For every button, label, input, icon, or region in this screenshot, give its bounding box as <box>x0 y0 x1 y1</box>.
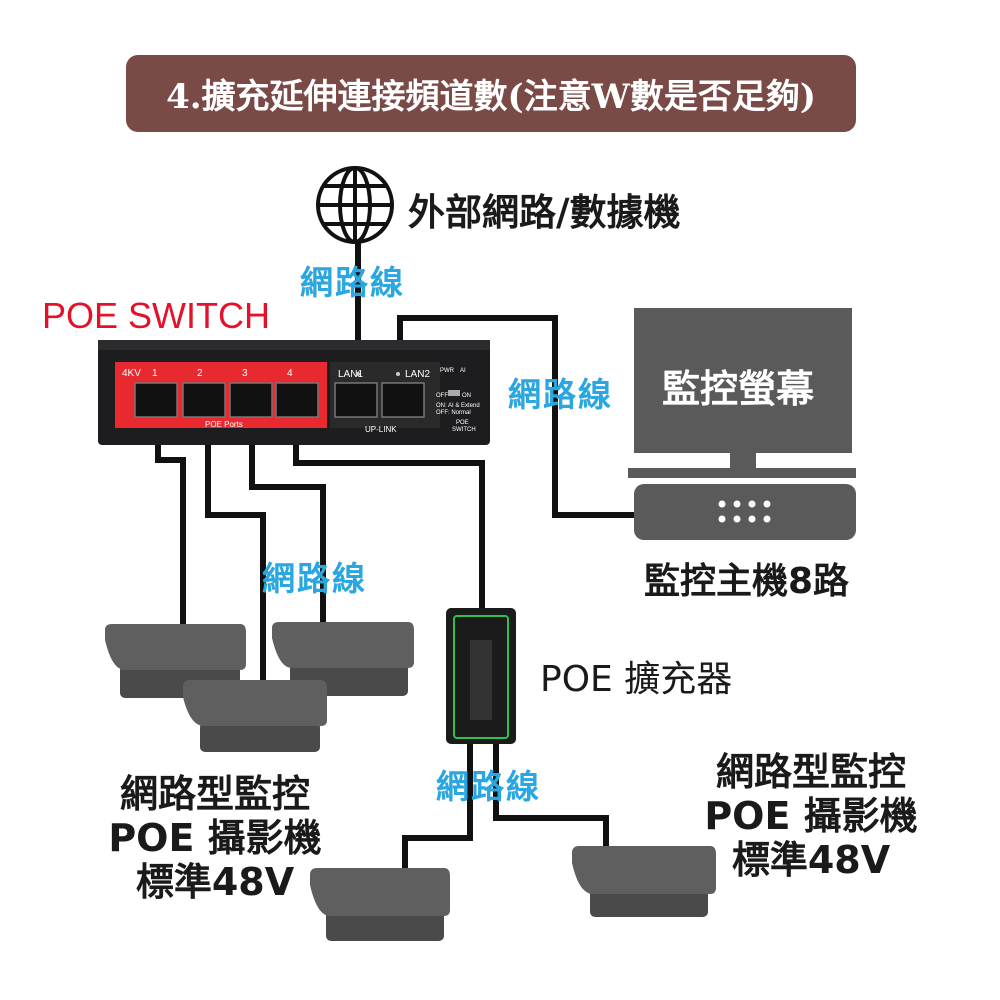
off-label: OFF <box>436 393 448 399</box>
switch-brand-line1: POE <box>456 420 469 426</box>
switch-brand-line2: SWITCH <box>452 427 476 433</box>
cable-label-cameras: 網路線 <box>262 559 367 598</box>
monitor <box>628 308 856 478</box>
cable-port2-to-camera-c <box>205 420 266 680</box>
camera-c <box>183 680 327 752</box>
camera-e <box>572 846 716 917</box>
port-number-4: 4 <box>287 368 293 379</box>
nvr-label: 監控主機8路 <box>644 561 850 602</box>
globe-icon <box>316 166 394 244</box>
on-label: ON <box>462 393 471 399</box>
camera-left-caption: 網路型監控 POE 攝影機 標準48V <box>100 772 330 904</box>
port-number-2: 2 <box>197 368 203 379</box>
camera-right-caption: 網路型監控 POE 攝影機 標準48V <box>696 750 926 882</box>
nvr-box <box>634 484 856 540</box>
cable-repeater-to-camera-e <box>493 740 609 850</box>
port-number-1: 1 <box>152 368 158 379</box>
poe-switch: 4KV 1 2 3 4 POE Ports LAN1 LAN2 UP-LINK … <box>98 340 490 445</box>
port-number-3: 3 <box>242 368 248 379</box>
camera-left-line1: 網路型監控 <box>119 772 310 816</box>
cable-label-nvr: 網路線 <box>508 375 613 414</box>
camera-right-line1: 網路型監控 <box>715 750 906 794</box>
lan1-label: LAN1 <box>338 369 363 380</box>
cable-port1-to-camera-a <box>155 420 186 625</box>
camera-right-line3: 標準48V <box>731 838 891 882</box>
cable-label-internet: 網路線 <box>300 263 405 302</box>
camera-left-line3: 標準48V <box>135 860 295 904</box>
monitor-label: 監控螢幕 <box>662 367 815 411</box>
camera-left-line2: POE 攝影機 <box>108 816 322 860</box>
mode-on-text: ON: AI & Extend <box>436 403 480 409</box>
internet-label: 外部網路/數據機 <box>408 191 681 234</box>
repeater-label: POE 擴充器 <box>540 659 733 700</box>
ai-label: AI <box>460 368 466 374</box>
banner-title: 4.擴充延伸連接頻道數(注意W數是否足夠) <box>166 77 816 117</box>
switch-title: POE SWITCH <box>42 295 271 336</box>
cable-port3-to-camera-b <box>249 420 326 622</box>
lan2-label: LAN2 <box>405 369 430 380</box>
poe-ports-label: POE Ports <box>205 420 243 429</box>
pwr-label: PWR <box>440 368 455 374</box>
switch-badge: 4KV <box>122 368 141 379</box>
cable-label-repeater: 網路線 <box>436 767 541 806</box>
camera-d <box>310 868 450 941</box>
poe-repeater <box>446 608 516 744</box>
cable-lan2-to-nvr <box>397 315 635 518</box>
title-banner: 4.擴充延伸連接頻道數(注意W數是否足夠) <box>126 55 856 132</box>
mode-off-text: OFF: Normal <box>436 410 471 416</box>
camera-right-line2: POE 攝影機 <box>704 794 918 838</box>
cable-repeater-to-camera-d <box>402 740 473 870</box>
uplink-label: UP-LINK <box>365 425 397 434</box>
